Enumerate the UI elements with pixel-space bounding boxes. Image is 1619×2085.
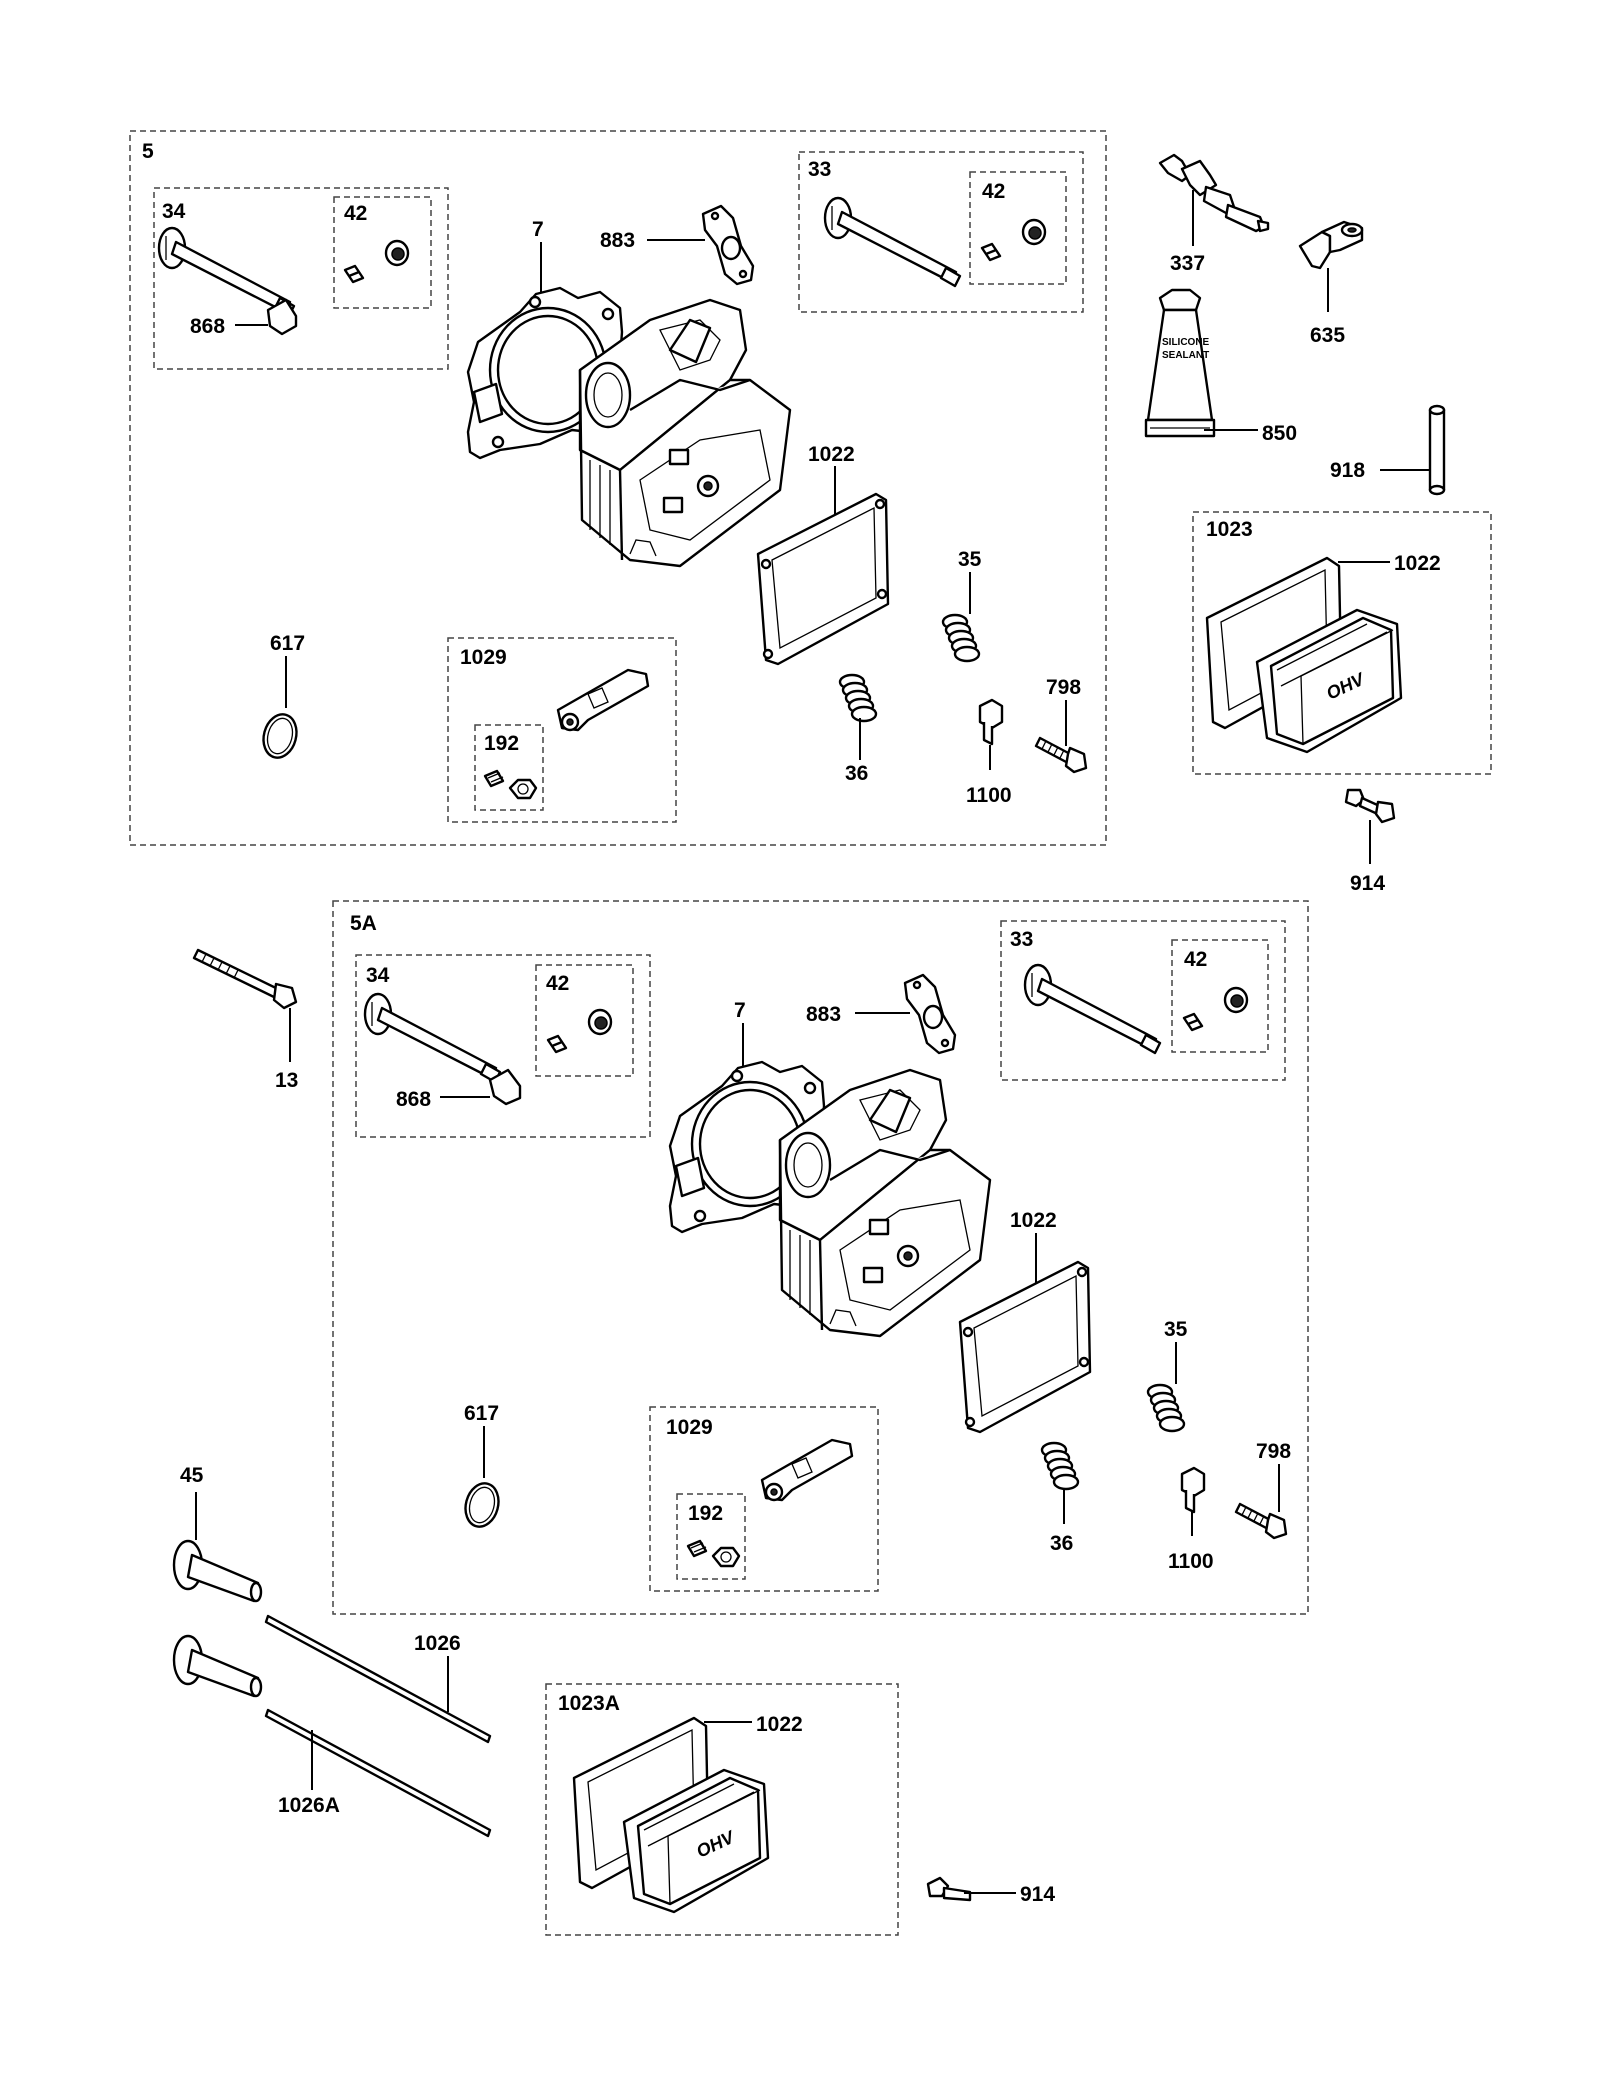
assembly-5a: 5A 34 42 868 7 883 33 42 1022 <box>332 900 1309 1615</box>
label-868: 868 <box>190 315 225 338</box>
label-1026a: 1026A <box>278 1794 340 1817</box>
label-798: 798 <box>1046 676 1081 699</box>
label-5: 5 <box>142 140 154 163</box>
label-1022: 1022 <box>808 443 855 466</box>
label-617b: 617 <box>464 1402 499 1425</box>
label-850: 850 <box>1262 422 1297 445</box>
label-33b: 33 <box>1010 928 1033 951</box>
label-42c: 42 <box>546 972 569 995</box>
label-5a: 5A <box>350 912 377 935</box>
sealant-text-1: SILICONE <box>1162 337 1210 348</box>
label-42b: 42 <box>982 180 1005 203</box>
label-617: 617 <box>270 632 305 655</box>
label-34b: 34 <box>366 964 390 987</box>
label-192: 192 <box>484 732 519 755</box>
label-7b: 7 <box>734 999 746 1022</box>
sealant-tube: SILICONE SEALANT <box>1144 288 1216 438</box>
label-7: 7 <box>532 218 544 241</box>
label-34: 34 <box>162 200 186 223</box>
label-868b: 868 <box>396 1088 431 1111</box>
label-35b: 35 <box>1164 1318 1188 1341</box>
label-635: 635 <box>1310 324 1345 347</box>
label-45: 45 <box>180 1464 204 1487</box>
label-1100b: 1100 <box>1168 1550 1214 1573</box>
label-798b: 798 <box>1256 1440 1291 1463</box>
label-36b: 36 <box>1050 1532 1073 1555</box>
label-36: 36 <box>845 762 868 785</box>
label-33: 33 <box>808 158 831 181</box>
label-1022-1023: 1022 <box>1394 552 1441 575</box>
label-1023: 1023 <box>1206 518 1253 541</box>
label-914: 914 <box>1350 872 1385 895</box>
label-1029b: 1029 <box>666 1416 713 1439</box>
label-1029: 1029 <box>460 646 507 669</box>
label-42: 42 <box>344 202 367 225</box>
label-1022c: 1022 <box>756 1713 803 1736</box>
label-918: 918 <box>1330 459 1365 482</box>
label-1026: 1026 <box>414 1632 461 1655</box>
label-337: 337 <box>1170 252 1205 275</box>
label-1022b: 1022 <box>1010 1209 1057 1232</box>
label-42d: 42 <box>1184 948 1207 971</box>
label-1023a: 1023A <box>558 1692 620 1715</box>
loose-parts-bottom-left: 13 45 1026 1026A 1023A 1022 OHV 914 <box>172 948 1055 1936</box>
label-192b: 192 <box>688 1502 723 1525</box>
label-13: 13 <box>275 1069 298 1092</box>
sealant-text-2: SEALANT <box>1162 350 1209 361</box>
label-914b: 914 <box>1020 1883 1055 1906</box>
label-883b: 883 <box>806 1003 841 1026</box>
label-883: 883 <box>600 229 635 252</box>
assembly-5: 5 34 42 868 7 883 33 42 1022 <box>129 130 1107 846</box>
label-1100: 1100 <box>966 784 1012 807</box>
loose-parts-top-right: 337 635 SILICONE SEALANT 850 918 <box>1144 153 1492 895</box>
label-35: 35 <box>958 548 982 571</box>
